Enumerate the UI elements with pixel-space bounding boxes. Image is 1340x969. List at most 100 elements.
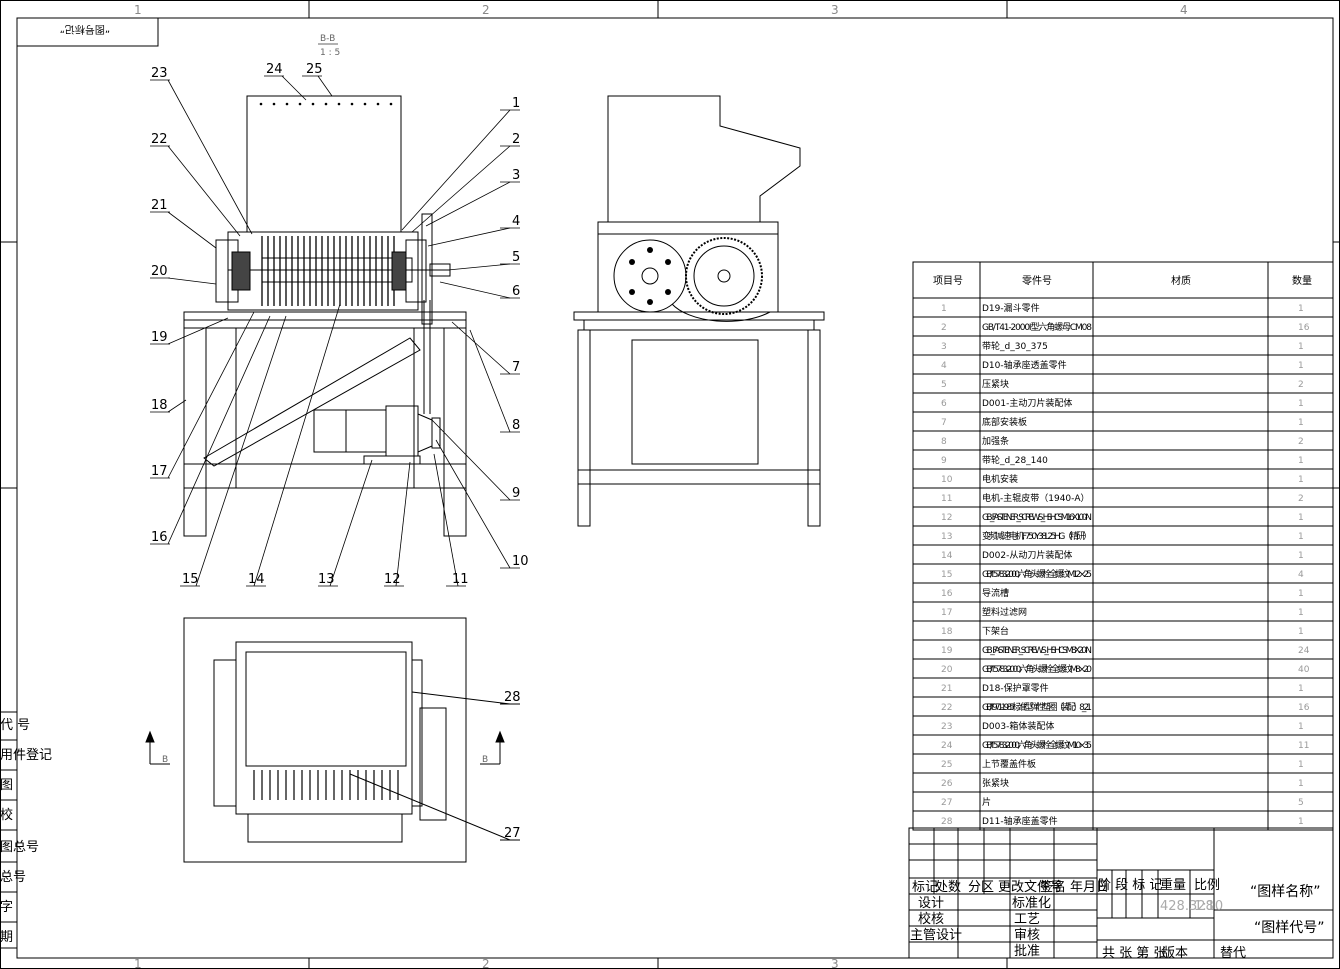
stage-header: 重量 xyxy=(1160,877,1186,893)
bom-part: 加强条 xyxy=(982,435,1009,447)
bom-item-no: 25 xyxy=(941,760,952,770)
callout-label: 28 xyxy=(504,690,521,705)
callout-label: 7 xyxy=(512,360,520,375)
callout-label: 6 xyxy=(512,284,520,299)
zone-label-bottom: 1 xyxy=(134,957,142,969)
bom-item-no: 15 xyxy=(941,570,952,580)
bom-part: 片 xyxy=(982,796,991,808)
bom-qty: 1 xyxy=(1298,627,1304,637)
role-label: 批准 xyxy=(1014,944,1040,959)
bom-qty: 1 xyxy=(1298,342,1304,352)
bom-qty: 11 xyxy=(1298,741,1309,751)
left-strip-label: 期 xyxy=(0,930,13,945)
section-marker: B xyxy=(162,755,168,765)
replace-label: 替代 xyxy=(1220,946,1246,961)
bom-item-no: 17 xyxy=(941,608,952,618)
bom-part: D001-主动刀片装配体 xyxy=(982,397,1072,409)
callout-label: 21 xyxy=(151,198,168,213)
bom-item-no: 2 xyxy=(941,323,947,333)
bom-qty: 1 xyxy=(1298,551,1304,561)
bom-item-no: 21 xyxy=(941,684,952,694)
role-label: 标准化 xyxy=(1012,896,1051,911)
bom-part: D19-漏斗零件 xyxy=(982,302,1040,314)
left-strip-label: 用件登记 xyxy=(0,748,52,763)
left-strip-label: 总号 xyxy=(0,870,26,885)
callout-label: 18 xyxy=(151,398,168,413)
bom-part: D11-轴承座盖零件 xyxy=(982,815,1058,827)
bom-qty: 2 xyxy=(1298,380,1304,390)
left-strip xyxy=(0,711,17,949)
bom-qty: 1 xyxy=(1298,684,1304,694)
role-label: 设计 xyxy=(918,896,944,911)
bom-part: GB/T5783-2000六角头螺栓全螺纹M10×35 xyxy=(982,739,1092,751)
rev-header: 年月日 xyxy=(1070,880,1109,895)
left-strip-label: 字 xyxy=(0,900,13,915)
role-label: 校核 xyxy=(918,911,944,927)
bom-part: 电机-主辊皮带（1940-A） xyxy=(982,492,1090,504)
bom-item-no: 19 xyxy=(941,646,953,656)
bom-qty: 1 xyxy=(1298,608,1304,618)
callout-label: 15 xyxy=(182,572,199,587)
bom-part: 底部安装板 xyxy=(982,416,1027,428)
bom-item-no: 3 xyxy=(941,342,947,352)
role-label: 主管设计 xyxy=(910,928,962,943)
bom-header: 项目号 xyxy=(933,275,963,287)
bom-part: 变频减速电机F750Y38L25HG（精研） xyxy=(982,530,1092,542)
bom-item-no: 23 xyxy=(941,722,952,732)
zone-label-bottom: 3 xyxy=(831,957,839,969)
bom-part: 带轮_d_30_375 xyxy=(982,340,1048,352)
bom-item-no: 26 xyxy=(941,779,953,789)
bom-part: 上节覆盖件板 xyxy=(982,758,1036,770)
drawing-name: “图样名称” xyxy=(1250,884,1321,900)
bom-item-no: 9 xyxy=(941,456,947,466)
bom-header: 材质 xyxy=(1171,274,1191,287)
zone-label-top: 1 xyxy=(134,3,142,17)
top-view xyxy=(145,617,520,863)
scale-value: 1:10 xyxy=(1194,899,1223,914)
bom-part: D10-轴承座透盖零件 xyxy=(982,359,1067,371)
role-label: 审核 xyxy=(1014,928,1040,943)
callout-label: 14 xyxy=(248,572,265,587)
bom-part: D003-箱体装配体 xyxy=(982,720,1054,732)
drawing-code: “图样代号” xyxy=(1254,920,1325,936)
bom-item-no: 5 xyxy=(941,380,947,390)
bom-part: D18-保护罩零件 xyxy=(982,682,1049,694)
corner-tag-box xyxy=(16,17,159,47)
sheet-count: 共 张 第 张 xyxy=(1102,946,1166,961)
left-strip-label: 校 xyxy=(0,807,13,823)
bom-item-no: 24 xyxy=(941,741,953,751)
rev-header: 标记 xyxy=(912,880,938,895)
bom-item-no: 27 xyxy=(941,798,952,808)
bom-item-no: 6 xyxy=(941,399,947,409)
bom-part: 张紧块 xyxy=(982,777,1009,789)
bom-qty: 1 xyxy=(1298,589,1304,599)
callout-label: 1 xyxy=(512,96,520,111)
bom-qty: 1 xyxy=(1298,304,1304,314)
bom-qty: 40 xyxy=(1298,665,1310,675)
zone-label-top: 3 xyxy=(831,3,839,17)
bom-qty: 2 xyxy=(1298,494,1304,504)
role-label: 工艺 xyxy=(1014,912,1040,927)
bom-qty: 1 xyxy=(1298,475,1304,485)
rev-header: 更改文件号 xyxy=(998,880,1063,895)
bom-part: 带轮_d_28_140 xyxy=(982,454,1048,466)
callout-label: 22 xyxy=(151,132,168,147)
zone-label-top: 4 xyxy=(1180,3,1188,17)
bom-qty: 5 xyxy=(1298,798,1304,808)
bom-part: 导流槽 xyxy=(982,587,1009,599)
bom-qty: 1 xyxy=(1298,399,1304,409)
left-strip-label: 图总号 xyxy=(0,840,39,855)
bom-item-no: 1 xyxy=(941,304,947,314)
bom-header: 数量 xyxy=(1292,274,1312,287)
callout-label: 10 xyxy=(512,554,529,569)
bom-part: 电机安装 xyxy=(982,473,1018,485)
callout-label: 13 xyxy=(318,572,335,587)
bom-qty: 1 xyxy=(1298,361,1304,371)
bom-item-no: 13 xyxy=(941,532,952,542)
callout-label: 24 xyxy=(266,62,283,77)
bom-part: GB/T97.1-1985标准型弹性垫圈（装配）8_2.1 xyxy=(982,701,1092,713)
bom-qty: 1 xyxy=(1298,817,1304,827)
bom-table xyxy=(912,261,1334,831)
front-leaders xyxy=(150,75,520,587)
callout-label: 19 xyxy=(151,330,168,345)
